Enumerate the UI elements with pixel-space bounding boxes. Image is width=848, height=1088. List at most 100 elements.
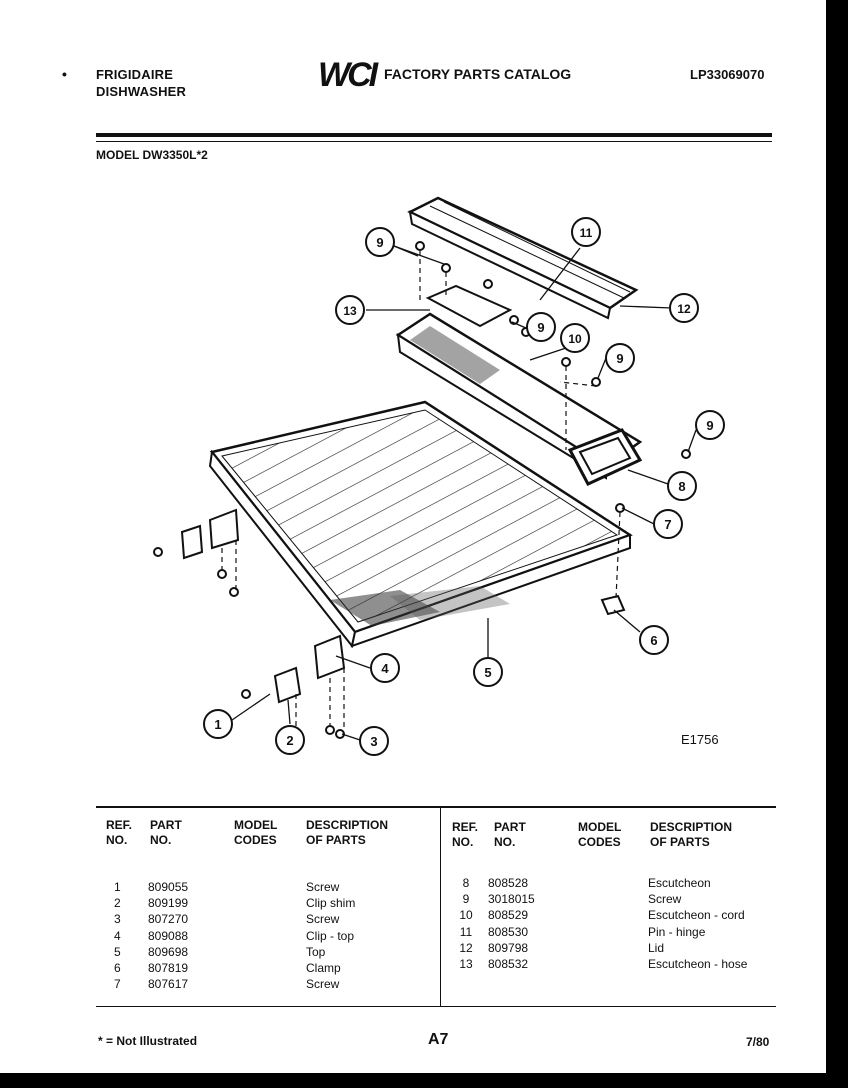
table-cell: 808529 [488,908,529,923]
callout-5: 5 [484,665,491,680]
table-cell: 807270 [148,912,189,927]
header-rule-thick [96,133,772,137]
right-ref-column: 8 9 10 11 12 13 [456,875,476,972]
table-cell: 7 [114,977,121,992]
top-panel [208,400,633,649]
footnote: * = Not Illustrated [98,1034,198,1048]
table-center-divider [440,808,441,1006]
callout-1: 1 [214,717,221,732]
callout-numbers: 1 2 3 4 5 6 7 8 9 9 9 9 10 11 12 13 [214,226,713,749]
column-header-line: NO. [494,835,516,849]
table-cell: 809088 [148,928,189,943]
column-header-line: MODEL [578,820,622,834]
hose-escutcheon [425,284,513,328]
table-cell: 808532 [488,956,529,971]
table-cell: 807617 [148,977,189,992]
callout-8: 8 [678,479,685,494]
column-header-line: PART [150,818,182,832]
callout-7: 7 [664,517,671,532]
table-top-rule [96,806,776,808]
callout-12: 12 [677,302,691,316]
table-cell: 809798 [488,940,529,955]
wci-logo: WCI [318,56,380,94]
figure-code: E1756 [681,732,719,747]
table-cell: 8 [462,876,470,890]
table-cell: Screw [648,892,682,907]
table-cell: 4 [114,928,121,943]
table-cell: 11 [459,924,473,939]
table-cell: Escutcheon - cord [648,908,745,923]
table-cell: Escutcheon [648,876,711,890]
table-cell: 808528 [488,876,529,890]
product-type: DISHWASHER [96,84,187,99]
table-cell: 809199 [148,896,189,911]
table-cell: 3 [114,912,121,927]
column-header-line: CODES [578,835,621,849]
table-cell: 1 [114,880,121,894]
table-cell: 808530 [488,924,529,939]
table-cell: Pin - hinge [648,924,706,939]
leader-lines [231,245,697,741]
page-number: A7 [428,1031,449,1048]
right-desc-column: Escutcheon Screw Escutcheon - cord Pin -… [648,875,747,972]
table-cell: Clip - top [306,928,355,943]
table-cell: 807819 [148,960,189,975]
column-header-line: DESCRIPTION [650,820,733,834]
column-header-line: OF PARTS [306,833,366,847]
catalog-page: • FRIGIDAIRE DISHWASHER WCI FACTORY PART… [0,0,826,1073]
escutcheon-assembly [395,312,643,486]
wci-logo-text: WCI [318,56,378,94]
table-cell: Top [306,944,326,959]
table-cell: 3018015 [488,892,535,907]
table-cell: Lid [648,940,665,955]
hardware [153,241,691,739]
column-header-line: NO. [106,833,128,847]
catalog-title: FACTORY PARTS CATALOG [384,66,572,82]
callout-4: 4 [381,661,389,676]
column-header-line: MODEL [234,818,278,832]
table-cell: Screw [306,912,340,927]
callout-2: 2 [286,733,293,748]
column-header-line: REF. [106,818,133,832]
column-header-line: NO. [452,835,474,849]
table-cell: 10 [459,908,473,923]
column-header-line: OF PARTS [650,835,710,849]
table-cell: 5 [114,944,121,959]
revision-date: 7/80 [746,1035,770,1049]
callout-6: 6 [650,633,657,648]
callout-9a: 9 [706,418,713,433]
right-part-column: 808528 3018015 808529 808530 809798 8085… [488,875,535,972]
callout-10: 10 [568,332,582,346]
callout-9b: 9 [616,351,623,366]
table-cell: 809698 [148,944,189,959]
table-cell: Screw [306,880,340,894]
table-cell: 6 [114,960,121,975]
bullet-mark: • [62,66,67,82]
header-ref-right: REF.NO. [452,820,478,850]
callout-11: 11 [580,226,593,240]
table-cell: Clip shim [306,896,356,911]
table-cell: 13 [459,956,473,971]
header-ref-left: REF.NO. [106,818,132,848]
left-ref-column: 1 2 3 4 5 6 7 [114,879,121,992]
callout-13: 13 [343,304,357,318]
callout-markers [203,217,725,756]
table-cell: 809055 [148,880,189,894]
callout-3: 3 [370,734,377,749]
model-number: MODEL DW3350L*2 [96,148,208,162]
column-header-line: REF. [452,820,479,834]
brand-name: FRIGIDAIRE [96,67,174,82]
exploded-parts-diagram: 1 2 3 4 5 6 7 8 9 9 9 9 10 11 12 13 [153,196,725,756]
catalog-number: LP33069070 [690,67,765,82]
table-cell: 9 [462,892,470,907]
column-header-line: PART [494,820,526,834]
table-cell: 12 [459,940,473,955]
column-header-line: CODES [234,833,277,847]
table-bottom-rule [96,1006,776,1007]
